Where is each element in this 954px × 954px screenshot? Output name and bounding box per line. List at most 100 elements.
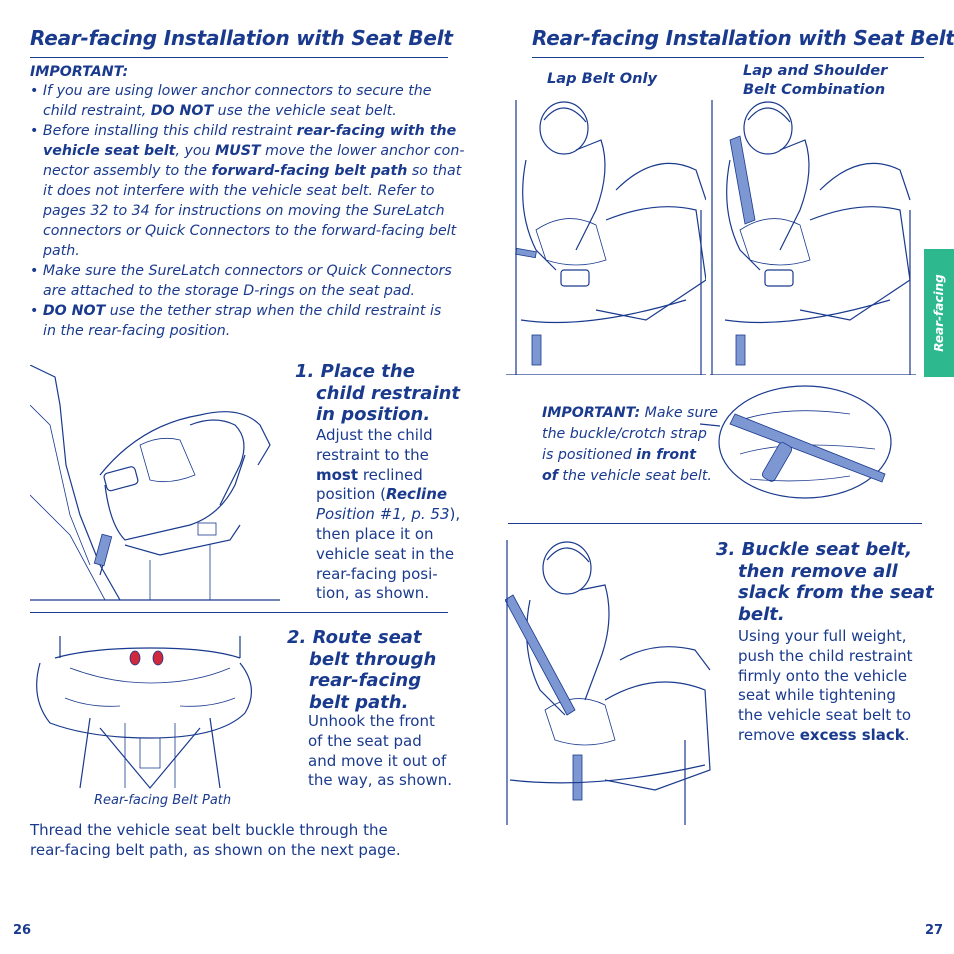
important-text-run: forward-facing belt path bbox=[211, 163, 408, 179]
step-body-line: remove excess slack. bbox=[738, 726, 913, 746]
important-text-run: • Make sure the SureLatch connectors or … bbox=[30, 263, 452, 279]
step-body-line-run: the vehicle seat belt to bbox=[738, 706, 912, 725]
important-text-run: nector assembly to the bbox=[43, 163, 212, 179]
step-body-line: Position #1, p. 53), bbox=[316, 505, 460, 525]
step-body-line-run: remove bbox=[738, 725, 800, 744]
step-body-line: Using your full weight, bbox=[738, 627, 913, 647]
lap-belt-only-illustration bbox=[506, 100, 706, 375]
page-number-left: 26 bbox=[13, 923, 32, 938]
step-body-line-run: tion, as shown. bbox=[316, 584, 430, 603]
important-line: of the vehicle seat belt. bbox=[542, 466, 718, 487]
important-line-run: is positioned bbox=[542, 447, 637, 463]
important-text-run: move the lower anchor con- bbox=[260, 143, 465, 159]
footer-line: rear-facing belt path, as shown on the n… bbox=[30, 840, 401, 859]
important-text-run: are attached to the storage D-rings on t… bbox=[43, 283, 416, 299]
step-title-line: 2. Route seat bbox=[287, 627, 422, 648]
step-title-line: child restraint bbox=[316, 382, 460, 404]
step-body-line: and move it out of bbox=[308, 751, 447, 770]
step-3-body: Using your full weight,push the child re… bbox=[738, 627, 913, 746]
right-title-rule bbox=[532, 57, 924, 58]
step-body-line: most reclined bbox=[316, 466, 460, 486]
step-body-line: seat while tightening bbox=[738, 686, 913, 706]
important-text-run: connectors or Quick Connectors to the fo… bbox=[43, 223, 457, 239]
important-text-run: rear-facing with the bbox=[296, 123, 457, 139]
step-body-line-run: Position #1, p. 53 bbox=[316, 505, 450, 524]
important-bullet-line: vehicle seat belt, you MUST move the low… bbox=[43, 141, 464, 161]
important-text-run: child restraint, bbox=[43, 103, 151, 119]
left-important-heading: IMPORTANT: bbox=[30, 64, 129, 80]
step-title-line: belt through bbox=[309, 648, 437, 670]
step-body-line: position (Recline bbox=[316, 485, 460, 505]
important-text-run: in the rear-facing position. bbox=[43, 323, 231, 339]
tightening-belt-illustration bbox=[505, 540, 711, 825]
step-title-line: in position. bbox=[316, 404, 431, 425]
important-line-run: of bbox=[542, 468, 558, 484]
important-text-run: , you bbox=[175, 143, 216, 159]
important-text-run: MUST bbox=[215, 143, 261, 159]
lap-shoulder-belt-illustration bbox=[710, 100, 916, 375]
step-body-line-run: rear-facing posi- bbox=[316, 564, 438, 583]
important-line-run: the vehicle seat belt. bbox=[557, 468, 712, 484]
buckle-position-note: IMPORTANT: Make sure the buckle/crotch st… bbox=[542, 403, 718, 487]
belt-path-caption: Rear-facing Belt Path bbox=[94, 793, 232, 808]
step-body-line-run: push the child restraint bbox=[738, 646, 913, 665]
left-page-title: Rear-facing Installation with Seat Belt bbox=[30, 26, 453, 50]
step-body-line: the vehicle seat belt to bbox=[738, 706, 913, 726]
important-line: IMPORTANT: Make sure bbox=[542, 403, 718, 424]
step-title-line: belt path. bbox=[309, 691, 409, 713]
important-text-run: use the tether strap when the child rest… bbox=[105, 303, 442, 319]
important-text-run: vehicle seat belt bbox=[43, 143, 176, 159]
important-line: is positioned in front bbox=[542, 445, 718, 466]
step-body-line-run: firmly onto the vehicle bbox=[738, 666, 908, 685]
step-body-line: rear-facing posi- bbox=[316, 565, 460, 585]
step-body-line: Adjust the child bbox=[316, 426, 460, 446]
right-page-title: Rear-facing Installation with Seat Belt bbox=[532, 26, 954, 50]
step-body-line: the way, as shown. bbox=[308, 771, 453, 790]
step-title-line: belt. bbox=[738, 603, 785, 625]
car-seat-placement-illustration bbox=[30, 365, 280, 601]
important-text-run: DO NOT bbox=[150, 103, 214, 119]
important-text-run: • bbox=[30, 303, 43, 319]
important-bullet-line: • If you are using lower anchor connecto… bbox=[30, 81, 432, 101]
important-text-run: • If you are using lower anchor connecto… bbox=[30, 83, 432, 99]
step-body-line-run: . bbox=[904, 725, 910, 744]
step-body-line-run: seat while tightening bbox=[738, 686, 896, 705]
important-bullet-line: • Make sure the SureLatch connectors or … bbox=[30, 261, 452, 281]
step-body-line-run: position ( bbox=[316, 485, 387, 504]
buckle-detail-inset bbox=[700, 385, 892, 499]
rear-facing-belt-path-illustration bbox=[36, 636, 252, 789]
label-line: Belt Combination bbox=[743, 81, 886, 98]
step-body-line: tion, as shown. bbox=[316, 584, 460, 604]
step-body-line: restraint to the bbox=[316, 446, 460, 466]
important-bullet-line: path. bbox=[43, 241, 80, 261]
step-title-line: then remove all bbox=[738, 560, 898, 582]
important-line-run: in front bbox=[636, 447, 696, 463]
step-body-line-run: ), bbox=[449, 505, 461, 524]
important-bullet-line: in the rear-facing position. bbox=[43, 321, 230, 341]
important-bullet-line: • Before installing this child restraint… bbox=[30, 121, 456, 141]
important-bullet-line: pages 32 to 34 for instructions on movin… bbox=[43, 201, 445, 221]
step-body-line: push the child restraint bbox=[738, 647, 913, 667]
step-title-line: slack from the seat bbox=[738, 582, 934, 603]
important-text-run: use the vehicle seat belt. bbox=[213, 103, 397, 119]
important-line-run: the buckle/crotch strap bbox=[542, 426, 707, 442]
step-body-line-run: Using your full weight, bbox=[738, 627, 907, 645]
step-body-line-run: restraint to the bbox=[316, 445, 429, 464]
important-text-run: path. bbox=[43, 243, 80, 259]
step-body-line: then place it on bbox=[316, 525, 460, 545]
important-bullet-line: connectors or Quick Connectors to the fo… bbox=[43, 221, 456, 241]
important-text-run: DO NOT bbox=[42, 303, 106, 319]
step-body-line-run: Recline bbox=[386, 485, 448, 504]
step-body-line: of the seat pad bbox=[308, 731, 422, 750]
side-tab-label: Rear-facing bbox=[932, 274, 946, 352]
important-text-run: • Before installing this child restraint bbox=[30, 123, 297, 139]
important-line-run: IMPORTANT: bbox=[542, 405, 641, 421]
important-bullet-line: are attached to the storage D-rings on t… bbox=[43, 281, 415, 301]
left-title-rule bbox=[30, 57, 448, 58]
step-body-line-run: most bbox=[316, 465, 359, 484]
step-title-line: rear-facing bbox=[309, 670, 422, 691]
